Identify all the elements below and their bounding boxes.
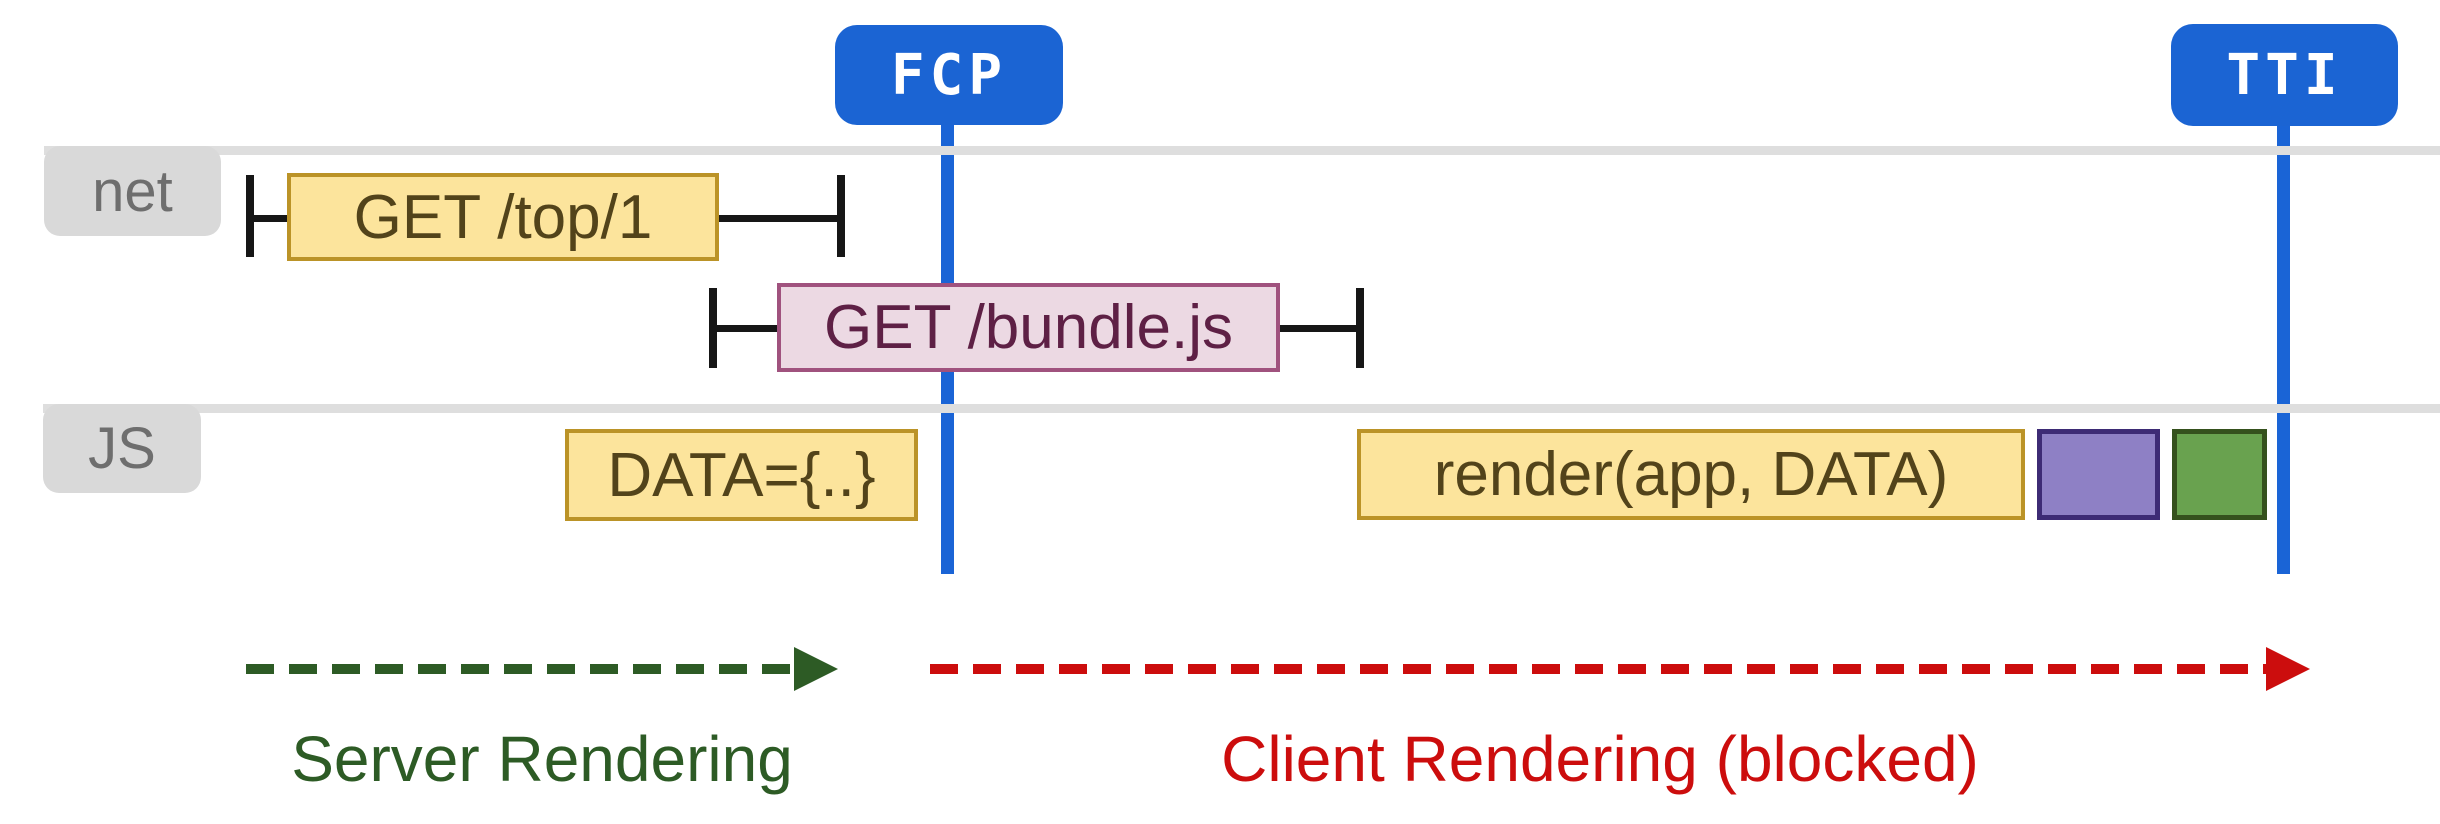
bundle-request-end-tick [1356, 288, 1364, 368]
bundle-request-box: GET /bundle.js [777, 283, 1280, 372]
phase-label-client: Client Rendering (blocked) [1221, 723, 1979, 795]
render-task-box: render(app, DATA) [1357, 429, 2025, 520]
net-lane-line [44, 146, 2440, 155]
server-rendering-arrow-line [246, 664, 798, 674]
top-request-start-tick [246, 175, 254, 257]
data-task-box: DATA={..} [565, 429, 918, 521]
tti-badge: TTI [2171, 24, 2398, 126]
task-box-green [2172, 429, 2267, 520]
server-arrowhead-icon [794, 647, 838, 691]
lane-label-net: net [44, 146, 221, 236]
top-request-box: GET /top/1 [287, 173, 719, 261]
top-request-end-tick [837, 175, 845, 257]
client-arrowhead-icon [2266, 647, 2310, 691]
lane-label-js: JS [43, 404, 201, 493]
fcp-badge: FCP [835, 25, 1063, 125]
phase-label-server: Server Rendering [291, 723, 793, 795]
task-box-purple [2037, 429, 2160, 520]
tti-marker-line [2277, 112, 2290, 574]
client-rendering-arrow-line [930, 664, 2266, 674]
js-lane-line [43, 404, 2440, 413]
bundle-request-start-tick [709, 288, 717, 368]
